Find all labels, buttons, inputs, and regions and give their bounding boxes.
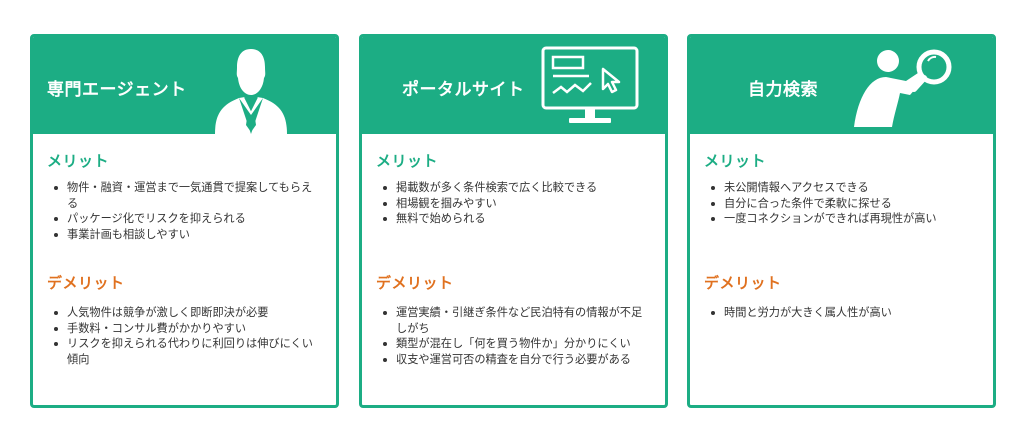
demerit-list: 人気物件は競争が激しく即断即決が必要 手数料・コンサル費がかかりやすい リスクを… [53, 305, 323, 367]
list-item: 自分に合った条件で柔軟に探せる [710, 196, 980, 212]
merit-list: 未公開情報へアクセスできる 自分に合った条件で柔軟に探せる 一度コネクションがで… [710, 180, 980, 227]
merit-title: メリット [376, 152, 439, 170]
list-item: 物件・融資・運営まで一気通貫で提案してもらえる [53, 180, 323, 211]
merit-title: メリット [47, 152, 110, 170]
card-title: ポータルサイト [402, 80, 525, 100]
list-item: 未公開情報へアクセスできる [710, 180, 980, 196]
magnifier-person-icon [854, 49, 952, 127]
list-item: 時間と労力が大きく属人性が高い [710, 305, 980, 321]
merit-list: 物件・融資・運営まで一気通貫で提案してもらえる パッケージ化でリスクを抑えられる… [53, 180, 323, 242]
list-item: 類型が混在し「何を買う物件か」分かりにくい [382, 336, 652, 352]
demerit-list: 運営実績・引継ぎ条件など民泊特有の情報が不足しがち 類型が混在し「何を買う物件か… [382, 305, 652, 367]
card-title: 専門エージェント [47, 80, 187, 100]
list-item: 無料で始められる [382, 211, 652, 227]
monitor-icon [541, 46, 639, 123]
card-portal: ポータルサイト メリット 掲載数が多く条件検索で広く比較できる 相場観を掴みやす… [359, 34, 668, 408]
demerit-title: デメリット [47, 274, 125, 292]
list-item: 事業計画も相談しやすい [53, 227, 323, 243]
demerit-title: デメリット [376, 274, 454, 292]
demerit-list: 時間と労力が大きく属人性が高い [710, 305, 980, 321]
list-item: 収支や運営可否の精査を自分で行う必要がある [382, 352, 652, 368]
list-item: 相場観を掴みやすい [382, 196, 652, 212]
card-agent: 専門エージェント メリット 物件・融資・運営まで一気通貫で提案してもらえる パッ… [30, 34, 339, 408]
list-item: パッケージ化でリスクを抑えられる [53, 211, 323, 227]
list-item: 一度コネクションができれば再現性が高い [710, 211, 980, 227]
card-header: 専門エージェント [33, 37, 336, 134]
demerit-title: デメリット [704, 274, 782, 292]
card-header: ポータルサイト [362, 37, 665, 134]
list-item: 運営実績・引継ぎ条件など民泊特有の情報が不足しがち [382, 305, 652, 336]
businessman-icon [215, 49, 287, 134]
card-self-search: 自力検索 メリット 未公開情報へアクセスできる 自分に合った条件で柔軟に探せる … [687, 34, 996, 408]
card-header: 自力検索 [690, 37, 993, 134]
list-item: 掲載数が多く条件検索で広く比較できる [382, 180, 652, 196]
merit-title: メリット [704, 152, 767, 170]
list-item: リスクを抑えられる代わりに利回りは伸びにくい傾向 [53, 336, 323, 367]
list-item: 人気物件は競争が激しく即断即決が必要 [53, 305, 323, 321]
list-item: 手数料・コンサル費がかかりやすい [53, 321, 323, 337]
merit-list: 掲載数が多く条件検索で広く比較できる 相場観を掴みやすい 無料で始められる [382, 180, 652, 227]
card-title: 自力検索 [748, 80, 818, 100]
